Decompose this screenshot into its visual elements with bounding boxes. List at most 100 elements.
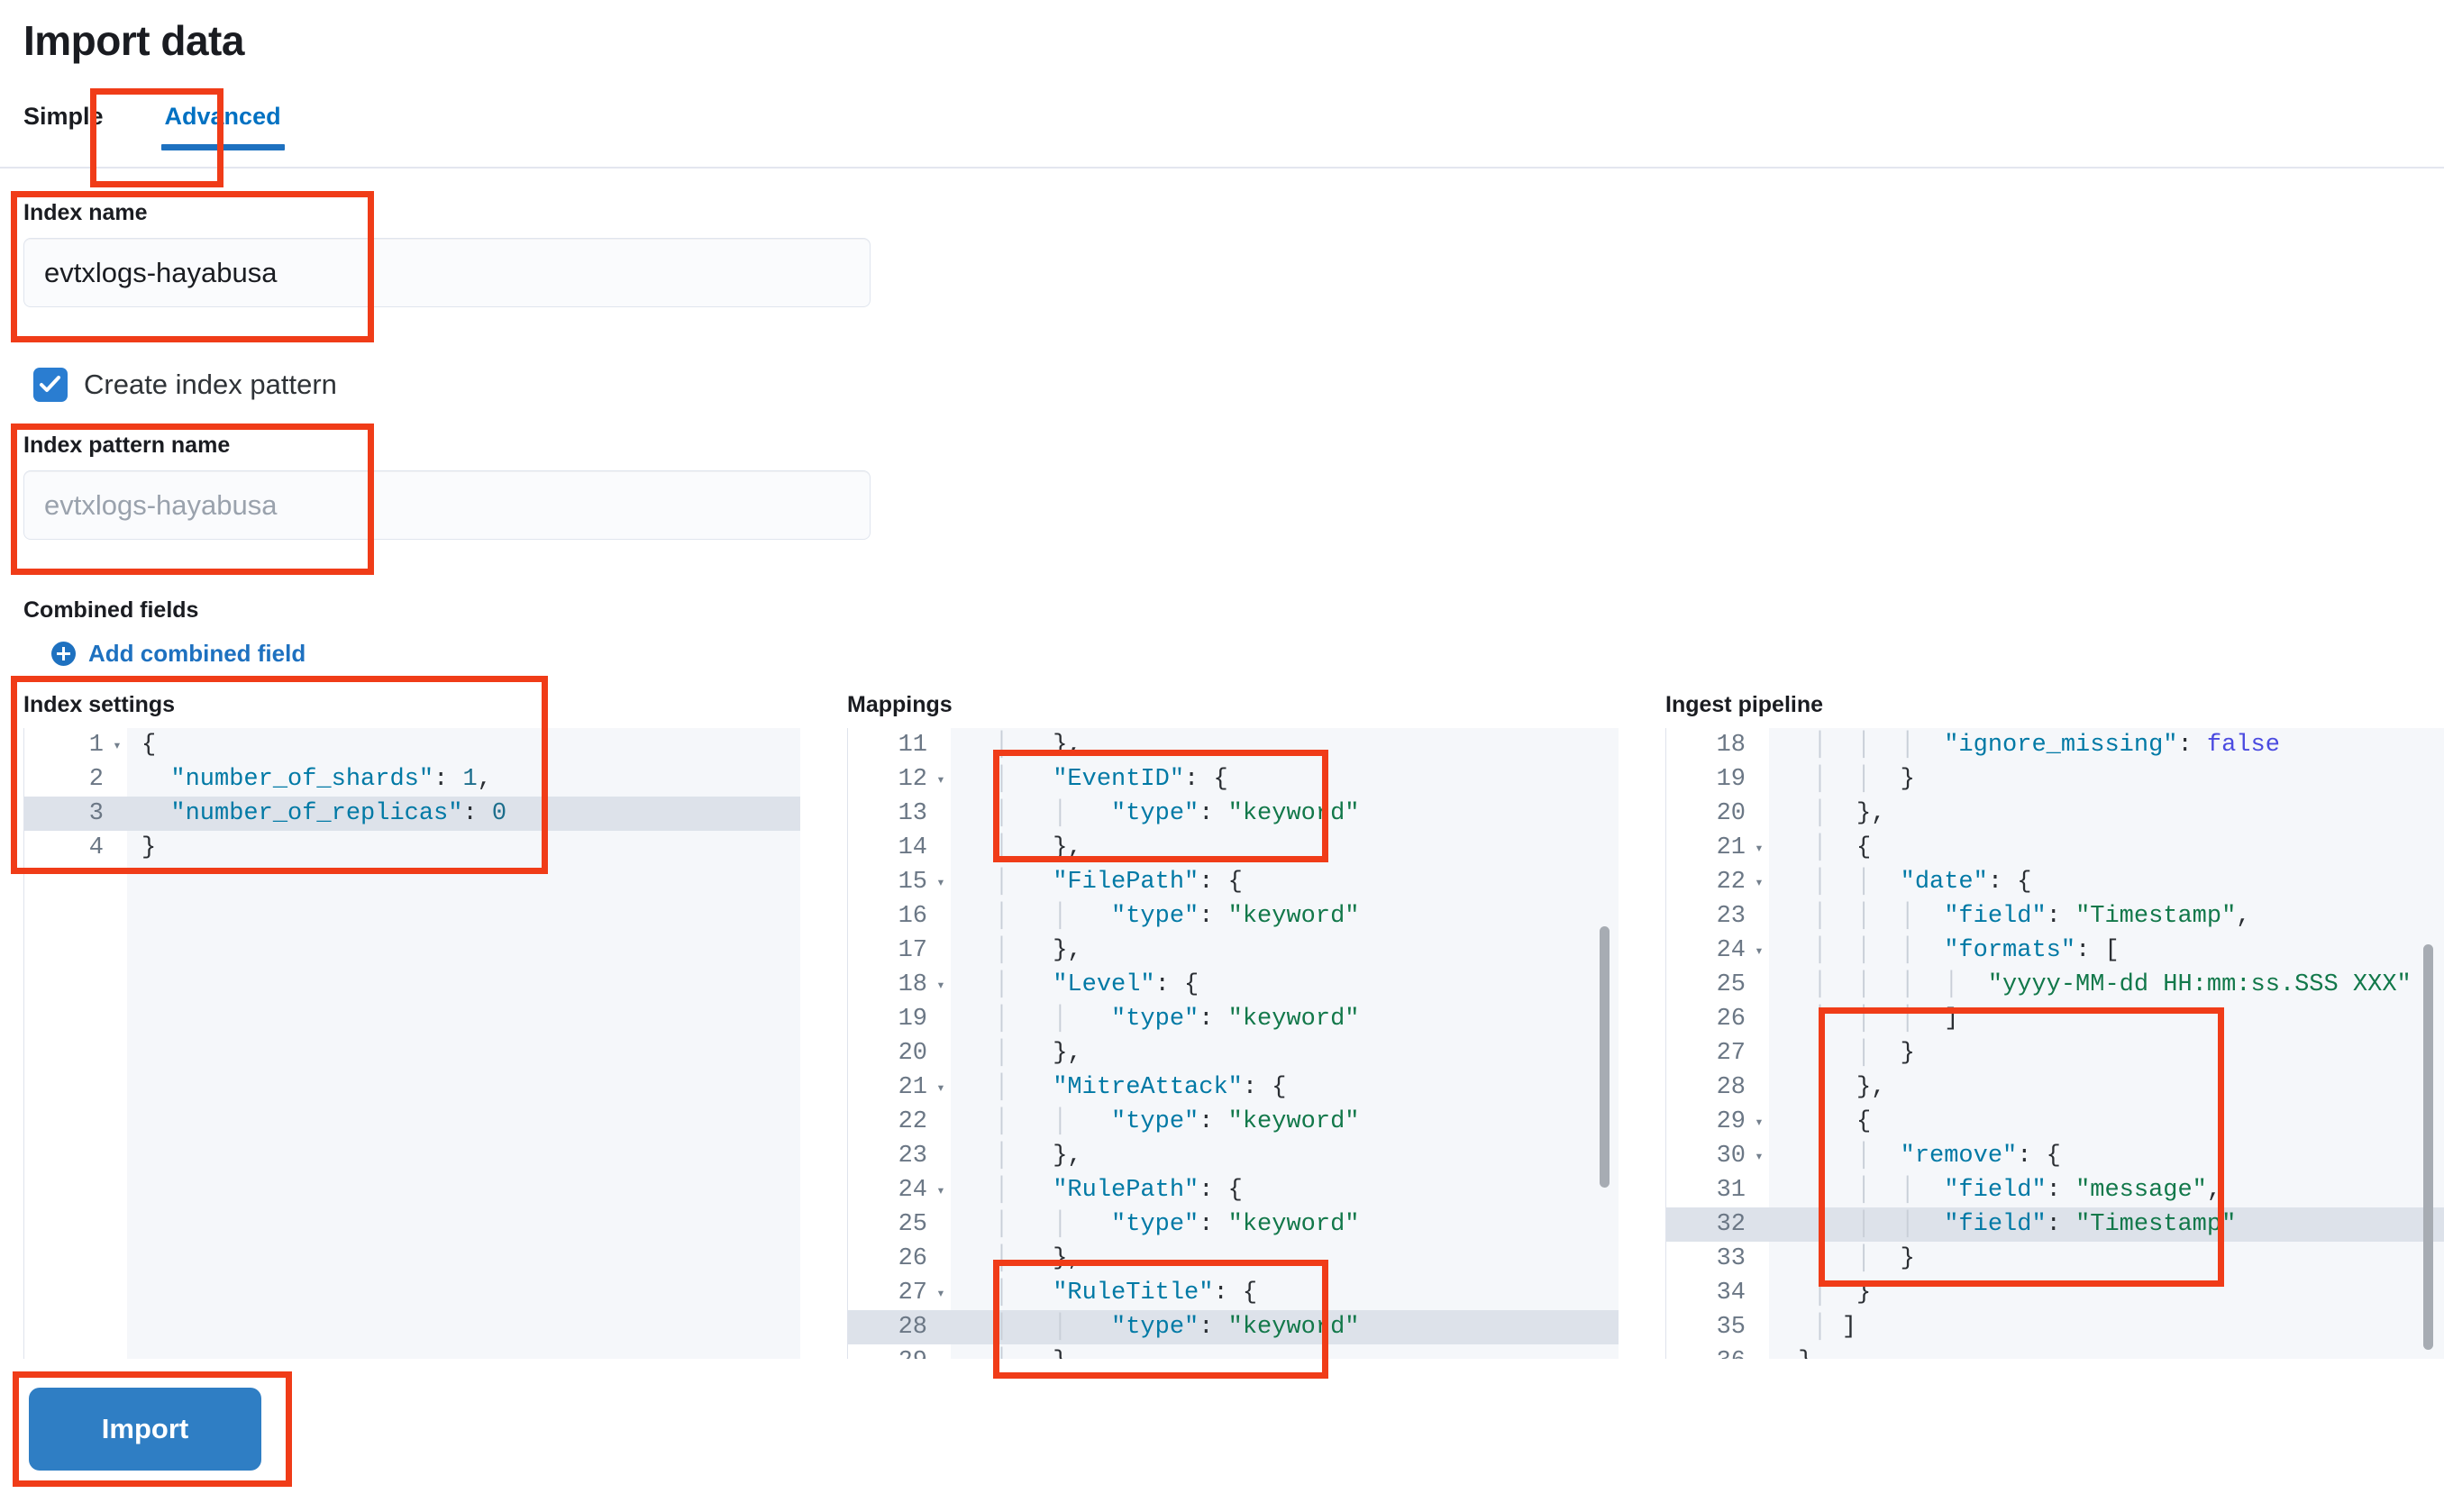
code-text: │ │ │ │ "yyyy-MM-dd HH:mm:ss.SSS XXX" bbox=[1783, 971, 2412, 998]
code-text: │ "RulePath": { bbox=[965, 1177, 1243, 1204]
code-text: │ │ │ "formats": [ bbox=[1783, 937, 2120, 964]
code-line: 21▾ │ "MitreAttack": { bbox=[848, 1070, 1619, 1105]
index-name-label: Index name bbox=[23, 200, 148, 225]
fold-arrow-icon[interactable]: ▾ bbox=[936, 978, 945, 994]
code-text: │ }, bbox=[965, 732, 1082, 759]
fold-arrow-icon[interactable]: ▾ bbox=[936, 875, 945, 891]
fold-arrow-icon[interactable]: ▾ bbox=[936, 1183, 945, 1199]
code-text: │ "FilePath": { bbox=[965, 869, 1243, 896]
index-name-input[interactable]: evtxlogs-hayabusa bbox=[23, 238, 871, 307]
code-line: 15▾ │ "FilePath": { bbox=[848, 865, 1619, 899]
line-number: 34 bbox=[1716, 1280, 1746, 1307]
code-text: │ "Level": { bbox=[965, 971, 1199, 998]
checkbox-checked-icon[interactable] bbox=[33, 368, 68, 402]
code-line: 2 "number_of_shards": 1, bbox=[24, 762, 800, 797]
code-text: │ ] bbox=[1783, 1314, 1857, 1341]
line-number: 24 bbox=[898, 1177, 927, 1204]
fold-arrow-icon[interactable]: ▾ bbox=[1755, 875, 1764, 891]
fold-spacer bbox=[107, 831, 127, 865]
line-number: 11 bbox=[898, 732, 927, 759]
code-text: │ │ │ "field": "message", bbox=[1783, 1177, 2222, 1204]
mappings-scrollbar[interactable] bbox=[1600, 926, 1610, 1188]
tab-bar: Simple Advanced bbox=[23, 97, 315, 150]
line-number: 18 bbox=[898, 971, 927, 998]
code-text: │ }, bbox=[965, 1143, 1082, 1170]
code-text: │ }, bbox=[965, 834, 1082, 861]
code-background bbox=[951, 728, 1619, 1359]
code-line: 36 } bbox=[1666, 1344, 2444, 1359]
code-background bbox=[1769, 728, 2444, 1359]
tab-divider bbox=[0, 167, 2444, 169]
code-line: 20 │ }, bbox=[848, 1036, 1619, 1070]
fold-spacer bbox=[931, 1207, 951, 1242]
fold-spacer bbox=[1749, 762, 1769, 797]
code-text: │ │ "type": "keyword" bbox=[965, 903, 1360, 930]
fold-arrow-icon[interactable]: ▾ bbox=[1755, 1115, 1764, 1131]
line-number: 28 bbox=[1716, 1074, 1746, 1101]
fold-spacer bbox=[1749, 1276, 1769, 1310]
line-number: 18 bbox=[1716, 732, 1746, 759]
tab-simple[interactable]: Simple bbox=[23, 103, 104, 130]
line-number: 21 bbox=[898, 1074, 927, 1101]
code-line: 18 │ │ │ "ignore_missing": false bbox=[1666, 728, 2444, 762]
fold-arrow-icon[interactable]: ▾ bbox=[936, 772, 945, 788]
fold-arrow-icon[interactable]: ▾ bbox=[936, 1080, 945, 1097]
code-text: │ │ "type": "keyword" bbox=[965, 1006, 1360, 1033]
fold-arrow-icon[interactable]: ▾ bbox=[1755, 943, 1764, 960]
create-index-pattern-row[interactable]: Create index pattern bbox=[33, 368, 337, 402]
code-text: │ │ "type": "keyword" bbox=[965, 1314, 1360, 1341]
code-line: 28 │ │ "type": "keyword" bbox=[848, 1310, 1619, 1344]
line-number: 31 bbox=[1716, 1177, 1746, 1204]
fold-spacer bbox=[931, 728, 951, 762]
mappings-editor[interactable]: 11 │ },12▾ │ "EventID": {13 │ │ "type": … bbox=[847, 728, 1619, 1359]
code-text: │ │ │ "field": "Timestamp" bbox=[1783, 1211, 2237, 1238]
line-number: 30 bbox=[1716, 1143, 1746, 1170]
code-text: "number_of_shards": 1, bbox=[141, 766, 492, 793]
code-text: │ } bbox=[1783, 1280, 1872, 1307]
fold-spacer bbox=[1749, 1002, 1769, 1036]
import-button[interactable]: Import bbox=[29, 1388, 261, 1471]
line-number: 25 bbox=[1716, 971, 1746, 998]
index-settings-editor[interactable]: 1▾{2 "number_of_shards": 1,3 "number_of_… bbox=[23, 728, 800, 1359]
line-number: 19 bbox=[898, 1006, 927, 1033]
code-line: 13 │ │ "type": "keyword" bbox=[848, 797, 1619, 831]
fold-arrow-icon[interactable]: ▾ bbox=[113, 738, 122, 754]
line-number: 13 bbox=[898, 800, 927, 827]
line-number: 25 bbox=[898, 1211, 927, 1238]
code-text: } bbox=[141, 834, 157, 861]
fold-arrow-icon[interactable]: ▾ bbox=[1755, 1149, 1764, 1165]
code-line: 22▾ │ │ "date": { bbox=[1666, 865, 2444, 899]
code-text: "number_of_replicas": 0 bbox=[141, 800, 507, 827]
code-text: │ │ } bbox=[1783, 1040, 1915, 1067]
fold-arrow-icon[interactable]: ▾ bbox=[936, 1286, 945, 1302]
ingest-pipeline-scrollbar[interactable] bbox=[2423, 944, 2433, 1350]
ingest-pipeline-title: Ingest pipeline bbox=[1665, 692, 1824, 717]
code-text: │ │ } bbox=[1783, 1245, 1915, 1272]
code-text: │ }, bbox=[965, 1040, 1082, 1067]
line-number: 24 bbox=[1716, 937, 1746, 964]
line-number: 26 bbox=[1716, 1006, 1746, 1033]
tab-advanced[interactable]: Advanced bbox=[131, 97, 315, 150]
code-line: 26 │ }, bbox=[848, 1242, 1619, 1276]
code-text: │ │ "type": "keyword" bbox=[965, 1211, 1360, 1238]
line-number: 20 bbox=[1716, 800, 1746, 827]
fold-spacer bbox=[1749, 1344, 1769, 1359]
fold-spacer bbox=[1749, 1310, 1769, 1344]
add-combined-field-button[interactable]: Add combined field bbox=[51, 640, 306, 668]
line-number: 14 bbox=[898, 834, 927, 861]
code-text: │ │ │ "field": "Timestamp", bbox=[1783, 903, 2251, 930]
code-line: 1▾{ bbox=[24, 728, 800, 762]
code-text: │ │ } bbox=[1783, 766, 1915, 793]
fold-spacer bbox=[1749, 899, 1769, 934]
gutter-background bbox=[848, 728, 951, 1359]
line-number: 12 bbox=[898, 766, 927, 793]
code-line: 18 ▾ │ "Level": { bbox=[848, 968, 1619, 1002]
tab-advanced-label: Advanced bbox=[164, 103, 281, 130]
combined-fields-label: Combined fields bbox=[23, 597, 199, 623]
code-lines: 11 │ },12▾ │ "EventID": {13 │ │ "type": … bbox=[848, 728, 1619, 1359]
fold-arrow-icon[interactable]: ▾ bbox=[1755, 841, 1764, 857]
index-pattern-name-input[interactable]: evtxlogs-hayabusa bbox=[23, 470, 871, 540]
